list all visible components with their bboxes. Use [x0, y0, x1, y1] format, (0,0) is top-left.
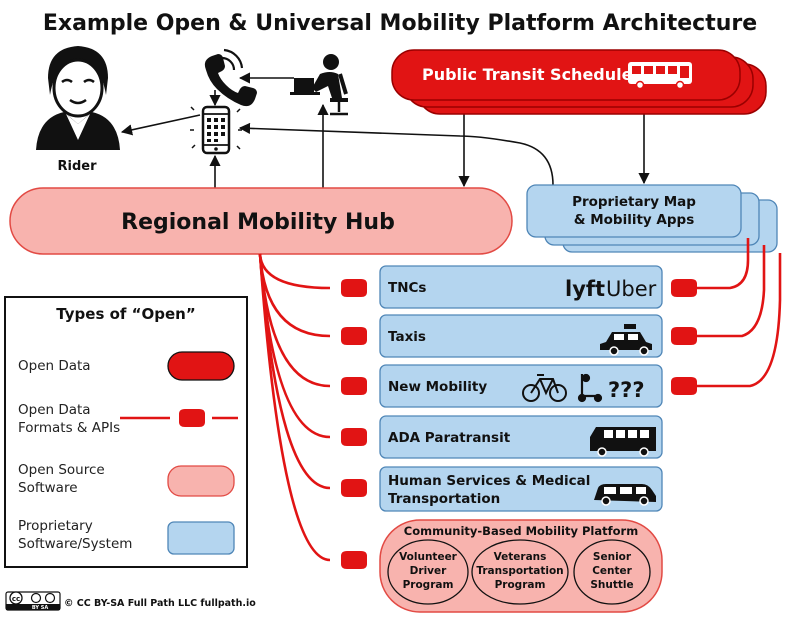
program-volunteer-l1: Volunteer — [399, 551, 458, 563]
program-volunteer-l3: Program — [403, 579, 454, 591]
apps-label-line1: Proprietary Map — [572, 194, 696, 210]
legend-title: Types of “Open” — [56, 305, 195, 323]
proprietary-apps: Proprietary Map & Mobility Apps — [526, 184, 778, 253]
service-human-services — [379, 466, 663, 512]
legend-plug-icon — [120, 409, 238, 427]
legend-proprietary-swatch — [167, 521, 235, 555]
program-senior-l2: Center — [592, 565, 632, 577]
legend-apis-label-1: Open Data — [18, 402, 91, 418]
program-veterans-l1: Veterans — [494, 551, 547, 563]
smartphone-app-icon — [190, 105, 242, 155]
service-human-label-line2: Transportation — [388, 491, 500, 507]
program-volunteer — [387, 539, 469, 605]
program-veterans-l3: Program — [495, 579, 546, 591]
smartphone-to-rider-arrow — [120, 114, 201, 136]
program-senior-l3: Shuttle — [590, 579, 633, 591]
legend-proprietary-label-2: Software/System — [18, 536, 132, 552]
bus-icon — [628, 62, 692, 90]
legend-proprietary-label-1: Proprietary — [18, 518, 93, 534]
legend-oss-label-2: Software — [18, 480, 78, 496]
legend-open-data-swatch — [167, 351, 235, 381]
diagram-title: Example Open & Universal Mobility Platfo… — [43, 11, 757, 36]
service-taxis-label: Taxis — [388, 329, 426, 345]
service-taxis — [379, 314, 663, 358]
service-new-mobility-label: New Mobility — [388, 379, 487, 395]
uber-logo: Uber — [606, 277, 657, 301]
bike-icon — [522, 374, 567, 402]
cc-license-badge: cc BY SA — [5, 591, 61, 611]
open-api-wires — [258, 238, 782, 562]
van-icon — [590, 427, 656, 457]
program-veterans — [471, 539, 569, 605]
program-volunteer-l2: Driver — [410, 565, 447, 577]
program-veterans-l2: Transportation — [476, 565, 563, 577]
community-title: Community-Based Mobility Platform — [404, 524, 638, 538]
public-transit-label: Public Transit Schedules — [422, 65, 642, 84]
plugs-right — [671, 279, 697, 395]
program-senior-l1: Senior — [593, 551, 632, 563]
legend-oss-label-1: Open Source — [18, 462, 105, 478]
cc-badge-sub: BY SA — [32, 605, 49, 611]
service-human-label-line1: Human Services & Medical — [388, 473, 590, 489]
public-transit-schedules: Public Transit Schedules — [391, 49, 767, 115]
unknown-modes: ??? — [608, 378, 645, 402]
rider-icon — [36, 46, 120, 150]
legend-oss-swatch — [167, 465, 235, 497]
minivan-icon — [594, 484, 656, 506]
service-ada-label: ADA Paratransit — [388, 430, 511, 446]
legend-apis-label-2: Formats & APIs — [18, 420, 120, 436]
scooter-icon — [577, 373, 603, 403]
cc-badge-text: cc — [12, 595, 20, 603]
taxi-icon — [600, 324, 652, 356]
apps-to-smartphone-arrow — [238, 122, 554, 186]
service-tncs — [379, 265, 663, 309]
service-tncs-label: TNCs — [388, 280, 426, 296]
operator-at-computer-icon — [290, 54, 348, 116]
apps-label-line2: & Mobility Apps — [574, 212, 695, 228]
rider-label: Rider — [58, 159, 98, 174]
lyft-logo: lyft — [565, 277, 605, 301]
legend-open-data-label: Open Data — [18, 358, 91, 374]
plugs-left — [341, 279, 367, 569]
phone-icon — [204, 48, 257, 107]
hub-label: Regional Mobility Hub — [121, 210, 395, 235]
program-senior — [573, 539, 651, 605]
license-text: © CC BY-SA Full Path LLC fullpath.io — [64, 598, 256, 609]
